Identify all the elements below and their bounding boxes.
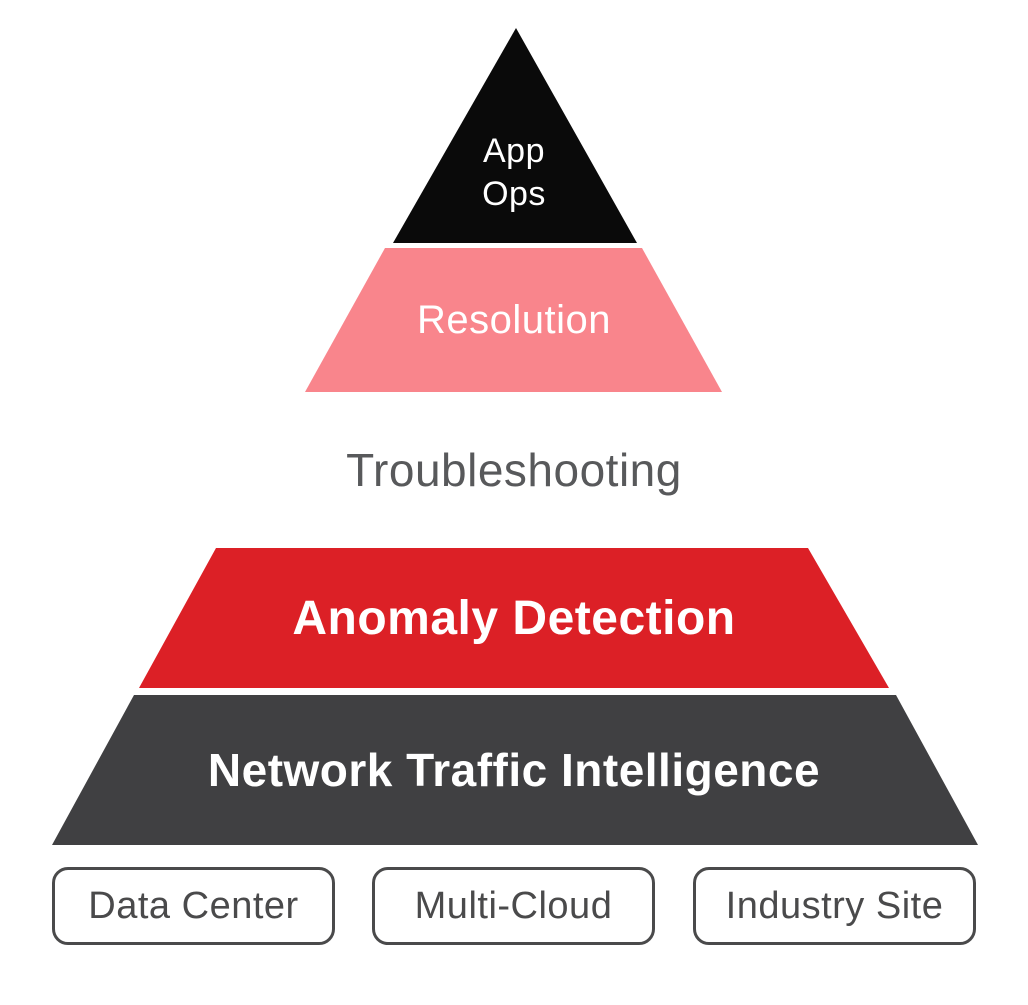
multi-cloud-label: Multi-Cloud (414, 884, 613, 927)
pyramid-layer-resolution: Resolution (305, 248, 722, 392)
resolution-label: Resolution (416, 297, 611, 342)
deployment-box-multi-cloud: Multi-Cloud (372, 867, 655, 945)
deployment-box-data-center: Data Center (52, 867, 335, 945)
anomaly-detection-label: Anomaly Detection (292, 591, 736, 645)
app-ops-label: App Ops (482, 132, 546, 213)
troubleshooting-label: Troubleshooting (346, 444, 682, 496)
data-center-label: Data Center (88, 884, 299, 927)
pyramid-layer-network-traffic-intelligence: Network Traffic Intelligence (52, 695, 978, 845)
pyramid-layer-app-ops: App Ops (393, 28, 637, 243)
pyramid-layer-troubleshooting: Troubleshooting (0, 415, 1028, 525)
pyramid-layer-anomaly-detection: Anomaly Detection (139, 548, 889, 688)
deployment-box-industry-site: Industry Site (693, 867, 976, 945)
network-traffic-intelligence-label: Network Traffic Intelligence (207, 744, 821, 796)
industry-site-label: Industry Site (725, 884, 944, 927)
